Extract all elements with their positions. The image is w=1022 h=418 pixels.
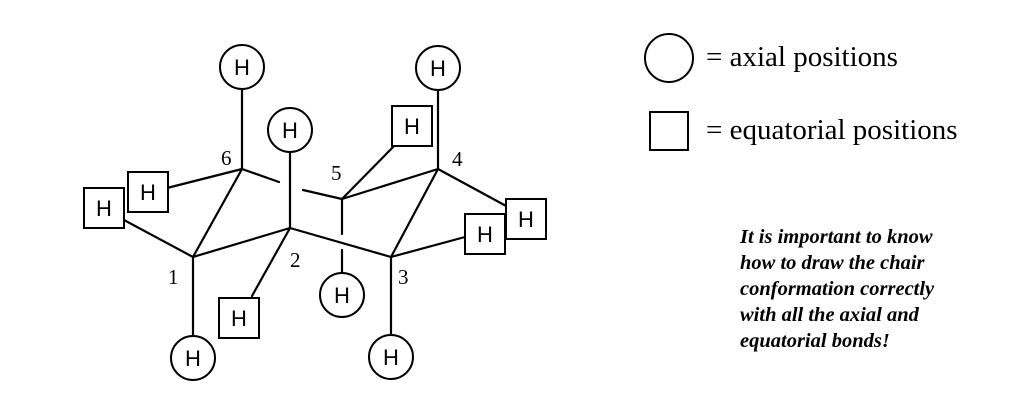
equatorial-h-c6: H — [127, 171, 169, 213]
axial-h-c5: H — [319, 272, 365, 318]
note-line: with all the axial and — [740, 304, 919, 326]
carbon-number-6: 6 — [221, 146, 232, 170]
axial-h-c6: H — [219, 44, 265, 90]
axial-h-c4: H — [415, 45, 461, 91]
equatorial-h-c5: H — [391, 105, 433, 147]
carbon-numbers: 1 2 3 4 5 6 — [168, 146, 463, 289]
bond-c3-equatorial — [389, 235, 467, 259]
equatorial-h-c1: H — [83, 187, 125, 229]
substituent-bonds — [122, 87, 510, 338]
equatorial-h-c4: H — [505, 198, 547, 240]
carbon-number-3: 3 — [398, 265, 409, 289]
bond-c6-c5 — [240, 167, 281, 184]
legend-equatorial-label: = equatorial positions — [706, 114, 958, 146]
note-line: equatorial bonds! — [740, 330, 890, 352]
bond-c6-c5b — [301, 188, 344, 201]
axial-h-c2: H — [267, 107, 313, 153]
equatorial-h-c2: H — [218, 297, 260, 339]
axial-h-c3: H — [368, 334, 414, 380]
h-label: H — [96, 196, 112, 221]
note-line: It is important to know — [740, 226, 933, 248]
h-label: H — [518, 207, 534, 232]
bond-c5-c4 — [340, 167, 440, 201]
bond-c2-c1 — [191, 226, 292, 259]
legend-square-icon — [649, 111, 689, 151]
bond-c4-equatorial — [436, 167, 510, 209]
bond-c1-c6 — [191, 167, 244, 259]
carbon-number-4: 4 — [452, 147, 463, 171]
axial-h-c1: H — [170, 335, 216, 381]
carbon-number-5: 5 — [331, 161, 342, 185]
note-line: how to draw the chair — [740, 252, 925, 274]
h-label: H — [185, 346, 201, 371]
bond-c5-equatorial — [340, 142, 398, 201]
equatorial-hydrogens: H H H H H H — [83, 105, 547, 339]
h-label: H — [234, 55, 250, 80]
bond-c6-equatorial — [165, 167, 244, 190]
bond-c4-c3 — [389, 167, 440, 259]
equatorial-h-c3: H — [464, 213, 506, 255]
h-label: H — [404, 114, 420, 139]
h-label: H — [383, 345, 399, 370]
bond-c2-equatorial — [250, 226, 292, 298]
h-label: H — [231, 306, 247, 331]
h-label: H — [477, 222, 493, 247]
h-label: H — [282, 118, 298, 143]
ring-bonds — [191, 167, 440, 259]
note-line: conformation correctly — [740, 278, 935, 300]
axial-hydrogens: H H H H H H — [170, 44, 461, 381]
h-label: H — [334, 283, 350, 308]
important-note: It is important to know how to draw the … — [740, 224, 1010, 354]
legend: = axial positions = equatorial positions — [644, 33, 958, 151]
bond-c1-equatorial — [122, 218, 195, 259]
h-label: H — [140, 180, 156, 205]
legend-axial-label: = axial positions — [706, 41, 898, 73]
carbon-number-1: 1 — [168, 265, 179, 289]
bond-c3-c2 — [288, 226, 393, 259]
h-label: H — [430, 56, 446, 81]
legend-circle-icon — [644, 33, 694, 83]
carbon-number-2: 2 — [290, 248, 301, 272]
